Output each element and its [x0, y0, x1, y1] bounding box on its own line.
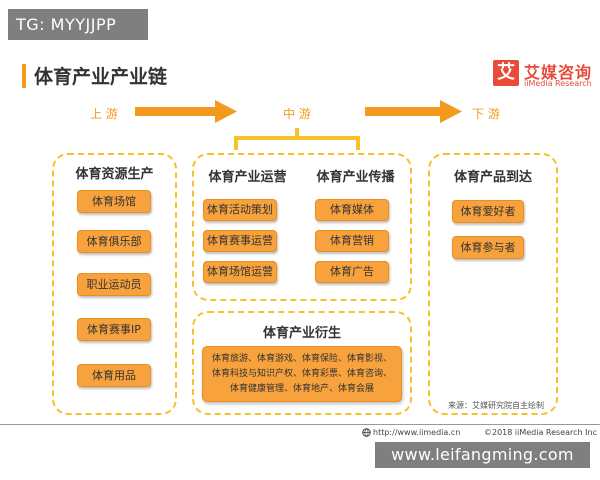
midstream-bracket [234, 128, 360, 150]
operation-item: 体育赛事运营 [203, 230, 277, 252]
arrow-right-icon-1 [135, 100, 237, 123]
derivative-heading: 体育产业衍生 [262, 326, 341, 341]
upstream-item: 体育赛事IP [77, 318, 151, 341]
operation-item: 体育场馆运营 [203, 261, 277, 283]
arrow-right-icon-2 [365, 100, 462, 123]
derivative-region [192, 311, 412, 415]
source-note: 来源：艾媒研究院自主绘制 [448, 401, 544, 410]
iimedia-logo-icon: 艾 [493, 60, 519, 86]
title-accent-bar [22, 64, 26, 88]
upstream-item: 体育俱乐部 [77, 230, 151, 253]
stage-label-downstream: 下 游 [472, 107, 500, 121]
stage-label-upstream: 上 游 [90, 107, 118, 121]
upstream-region [52, 153, 177, 415]
logo-name-cn: 艾媒咨询 [524, 63, 593, 82]
upstream-item: 职业运动员 [77, 273, 151, 296]
operation-heading: 体育产业运营 [208, 170, 287, 185]
tg-badge: TG: MYYJJPP [8, 9, 148, 40]
footer-divider [0, 424, 600, 425]
spread-item: 体育媒体 [315, 199, 389, 221]
stage-label-midstream: 中 游 [283, 107, 311, 121]
upstream-item: 体育场馆 [77, 190, 151, 213]
downstream-item: 体育参与者 [452, 236, 524, 259]
derivative-items: 体育旅游、体育游戏、体育保险、体育影视、体育科技与知识产权、体育彩票、体育咨询、… [202, 346, 402, 402]
upstream-heading: 体育资源生产 [75, 167, 154, 182]
midstream-region [192, 153, 412, 301]
footer-url-link[interactable]: http://www.iimedia.cn [373, 428, 461, 437]
spread-item: 体育广告 [315, 261, 389, 283]
logo-name-en: iiMedia Research [524, 79, 592, 88]
downstream-item: 体育爱好者 [452, 200, 524, 223]
footer-copyright: ©2018 iiMedia Research Inc [484, 428, 597, 437]
watermark-banner: www.leifangming.com [375, 442, 590, 468]
globe-icon [362, 428, 371, 437]
spread-item: 体育营销 [315, 230, 389, 252]
downstream-region [428, 153, 558, 415]
upstream-item: 体育用品 [77, 364, 151, 387]
operation-item: 体育活动策划 [203, 199, 277, 221]
downstream-heading: 体育产品到达 [453, 170, 532, 185]
spread-heading: 体育产业传播 [316, 170, 395, 185]
flow-arrows [135, 100, 462, 150]
page-title: 体育产业产业链 [34, 66, 168, 88]
